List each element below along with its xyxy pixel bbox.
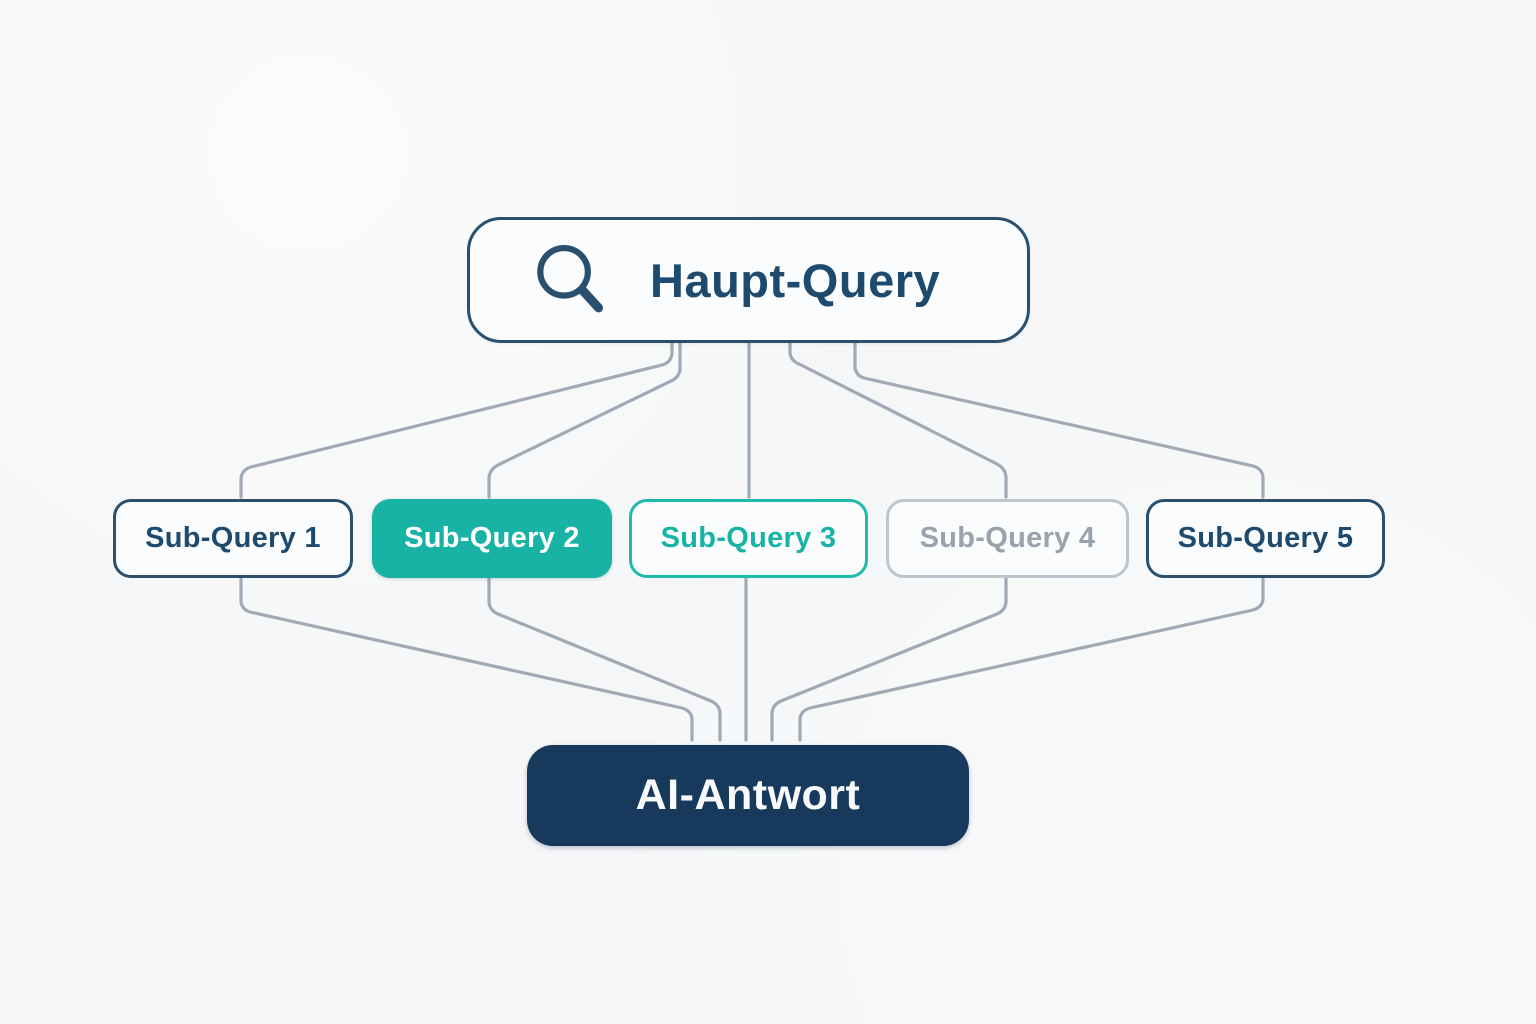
sub-query-3-label: Sub-Query 3 bbox=[660, 522, 837, 554]
sub-query-1-label: Sub-Query 1 bbox=[145, 522, 321, 554]
search-icon bbox=[537, 244, 604, 313]
sub-query-5-label: Sub-Query 5 bbox=[1177, 522, 1354, 554]
edge-main-to-sub1 bbox=[239, 341, 674, 499]
main-query-label: Haupt-Query bbox=[650, 253, 941, 307]
edge-sub5-to-answer bbox=[798, 577, 1265, 742]
edge-main-to-sub5 bbox=[853, 341, 1265, 499]
sub-query-4-label: Sub-Query 4 bbox=[919, 522, 1096, 554]
edge-sub2-to-answer bbox=[487, 577, 722, 742]
ai-answer-box: AI-Antwort bbox=[527, 745, 969, 846]
sub-query-1-box: Sub-Query 1 bbox=[113, 499, 353, 578]
edge-main-to-sub4 bbox=[788, 341, 1008, 499]
edge-sub4-to-answer bbox=[770, 577, 1008, 742]
sub-query-5-box: Sub-Query 5 bbox=[1146, 499, 1385, 578]
ai-answer-label: AI-Antwort bbox=[635, 771, 861, 819]
sub-query-2-label: Sub-Query 2 bbox=[404, 522, 580, 554]
sub-query-4-box: Sub-Query 4 bbox=[886, 499, 1129, 578]
sub-query-2-box: Sub-Query 2 bbox=[372, 499, 612, 578]
sub-query-3-box: Sub-Query 3 bbox=[629, 499, 868, 578]
main-query-box: Haupt-Query bbox=[467, 217, 1030, 343]
edge-sub1-to-answer bbox=[239, 577, 694, 742]
edge-main-to-sub2 bbox=[487, 341, 682, 499]
